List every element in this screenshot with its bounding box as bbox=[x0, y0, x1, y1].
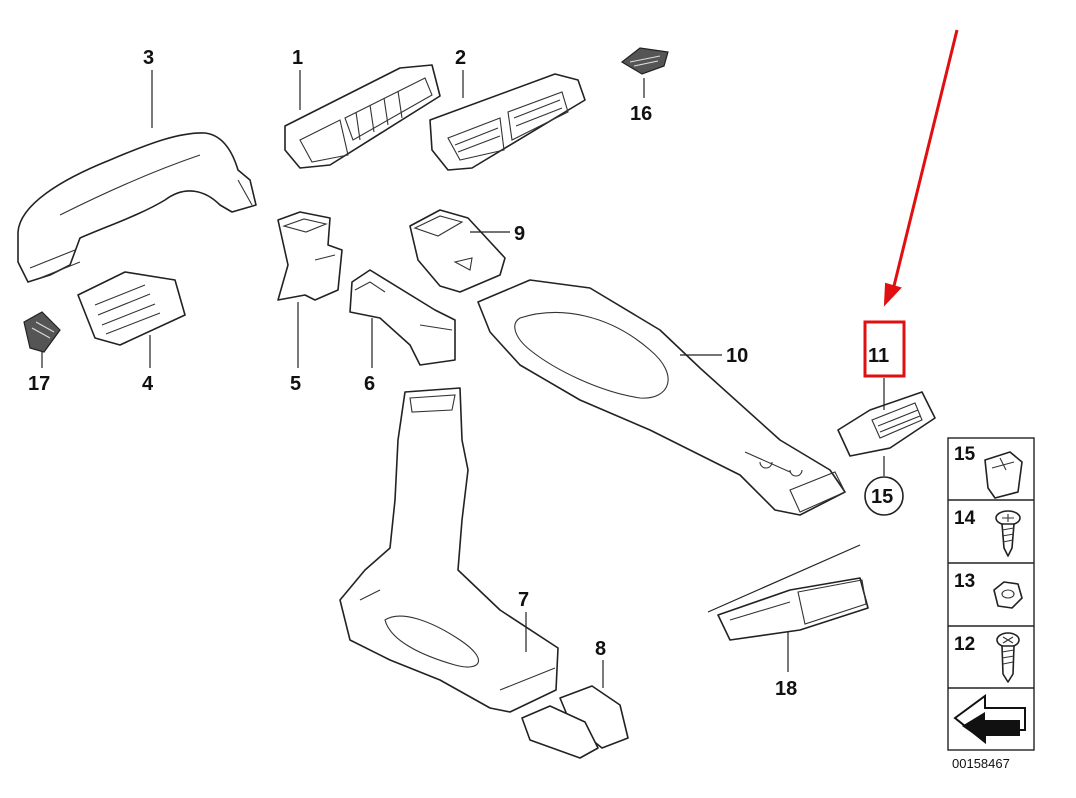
clip-icon bbox=[984, 451, 1023, 499]
part-16-small-grille: 16 bbox=[620, 47, 669, 125]
label-6: 6 bbox=[364, 373, 375, 395]
part-4-side-vent: 4 bbox=[77, 271, 186, 395]
legend-item-15: 15 bbox=[954, 444, 1023, 499]
legend-number-14: 14 bbox=[954, 508, 976, 529]
label-7: 7 bbox=[518, 589, 529, 611]
label-10: 10 bbox=[726, 345, 748, 367]
part-5-connector-duct: 5 bbox=[277, 211, 343, 395]
legend-item-14: 14 bbox=[954, 508, 1021, 557]
label-5: 5 bbox=[290, 373, 301, 395]
part-2-center-vent-grille: 2 bbox=[429, 47, 586, 171]
part-10-center-duct: 10 bbox=[477, 279, 846, 516]
label-2: 2 bbox=[455, 47, 466, 69]
label-15: 15 bbox=[871, 486, 893, 508]
part-9-adapter-duct: 9 bbox=[409, 209, 525, 293]
label-3: 3 bbox=[143, 47, 154, 69]
label-17: 17 bbox=[28, 373, 50, 395]
legend-number-13: 13 bbox=[954, 571, 975, 592]
part-8-rear-ducts: 8 bbox=[521, 638, 629, 759]
bolt-washer-icon bbox=[996, 632, 1020, 683]
label-8: 8 bbox=[595, 638, 606, 660]
part-3-overhead-duct: 3 bbox=[17, 47, 257, 283]
part-18-extension-duct: 18 bbox=[707, 544, 869, 700]
legend-number-15: 15 bbox=[954, 444, 976, 465]
label-9: 9 bbox=[514, 223, 525, 245]
nut-icon bbox=[993, 581, 1023, 609]
highlight-box bbox=[863, 320, 906, 378]
part-7-floor-duct: 7 bbox=[339, 387, 559, 713]
label-16: 16 bbox=[630, 103, 652, 125]
hardware-legend: 15 14 13 12 bbox=[947, 437, 1035, 751]
part-11-rear-vent: 11 bbox=[837, 320, 936, 457]
red-pointer-arrow bbox=[883, 29, 959, 307]
part-15-callout: 15 bbox=[864, 456, 904, 516]
part-6-elbow-duct: 6 bbox=[349, 269, 456, 395]
direction-arrow-icon bbox=[953, 694, 1026, 745]
label-18: 18 bbox=[775, 678, 797, 700]
legend-item-13: 13 bbox=[954, 571, 1023, 609]
screw-icon bbox=[995, 510, 1021, 557]
part-1-vent-housing: 1 bbox=[284, 47, 441, 169]
legend-item-12: 12 bbox=[954, 632, 1020, 683]
label-4: 4 bbox=[142, 373, 154, 395]
part-17-small-dark-grille: 17 bbox=[23, 311, 61, 395]
label-1: 1 bbox=[292, 47, 303, 69]
legend-number-12: 12 bbox=[954, 634, 975, 655]
document-number: 00158467 bbox=[952, 756, 1010, 771]
label-11: 11 bbox=[868, 345, 889, 367]
